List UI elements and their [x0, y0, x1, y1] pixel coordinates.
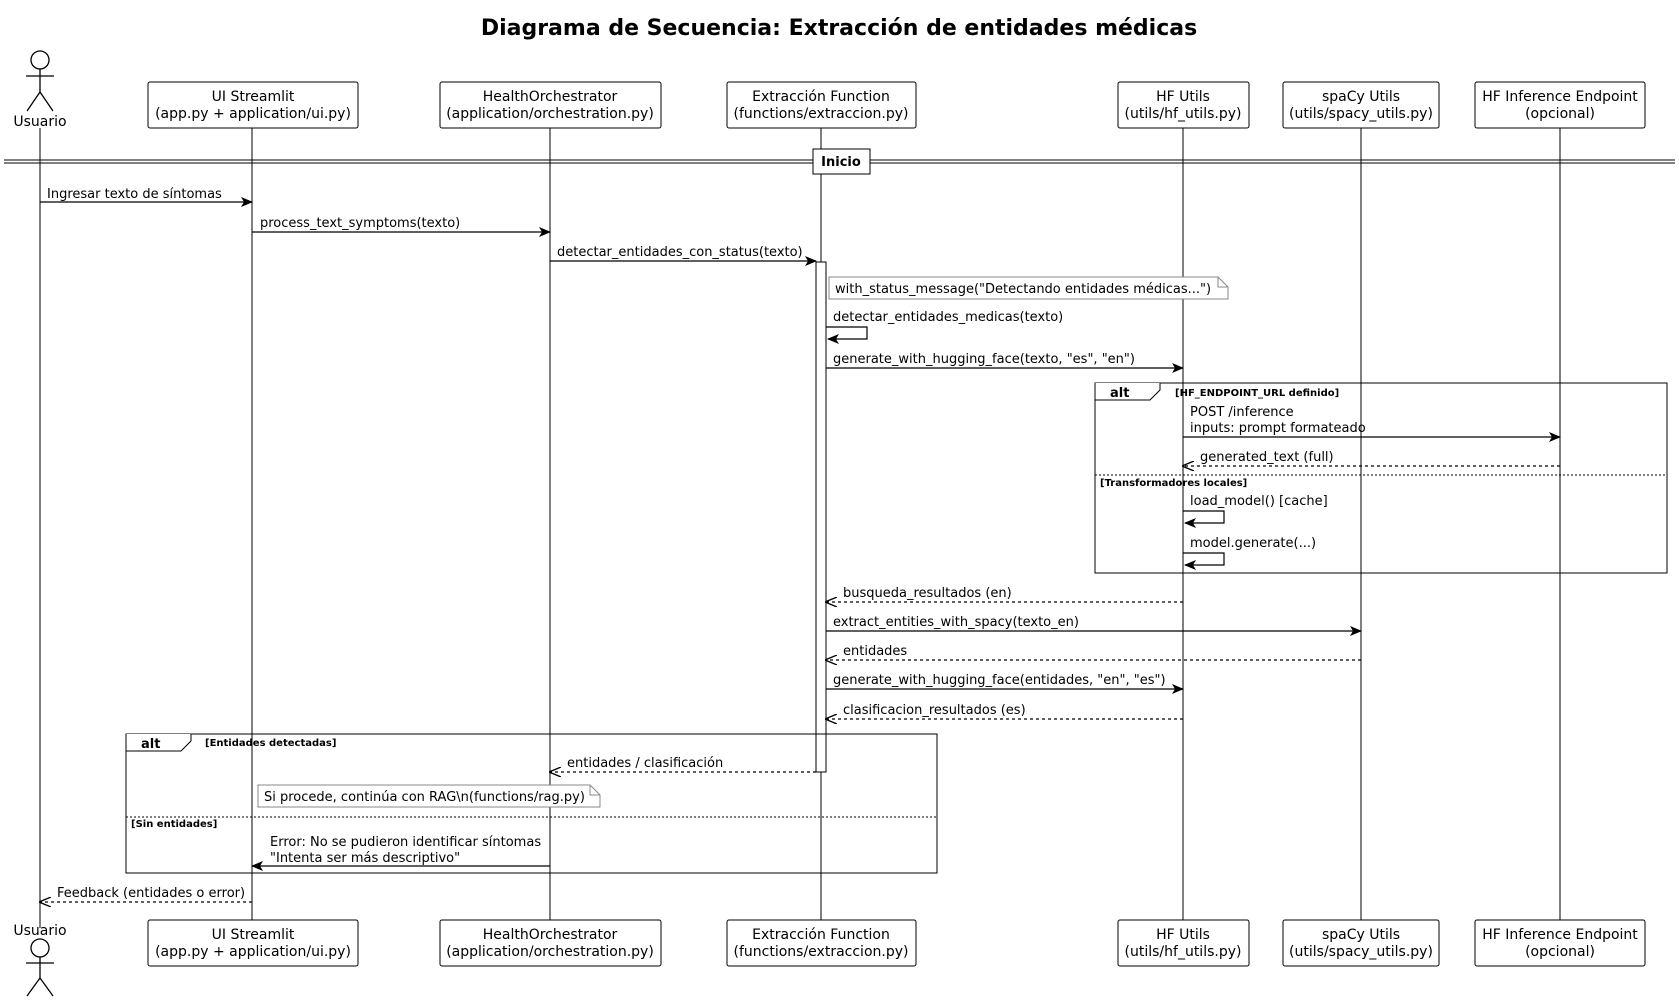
participant-ext-bottom: Extracción Function (functions/extraccio…: [726, 919, 917, 967]
participant-name: UI Streamlit: [212, 927, 295, 943]
actor-usuario-top: [26, 50, 54, 112]
participant-name: Extracción Function: [752, 927, 890, 943]
participant-path: (utils/spacy_utils.py): [1289, 106, 1433, 122]
participant-path: (application/orchestration.py): [446, 944, 654, 960]
message-label: generate_with_hugging_face(entidades, "e…: [833, 673, 1166, 688]
alt-guard-sin-entidades: [Sin entidades]: [131, 819, 217, 830]
message-label: Feedback (entidades o error): [57, 886, 245, 901]
participant-path: (application/orchestration.py): [446, 106, 654, 122]
note-status-message: with_status_message("Detectando entidade…: [828, 276, 1229, 300]
actor-icon: [30, 50, 50, 70]
message-label: inputs: prompt formateado: [1190, 421, 1366, 436]
divider-inicio: Inicio: [4, 148, 1675, 175]
message-label: entidades: [843, 644, 907, 659]
participant-hf-top: HF Utils (utils/hf_utils.py): [1117, 81, 1250, 129]
messages: Ingresar texto de síntomas process_text_…: [40, 187, 1561, 902]
alt-guard-hf-endpoint: [HF_ENDPOINT_URL definido]: [1175, 388, 1339, 399]
participant-name: spaCy Utils: [1322, 89, 1400, 105]
actor-label-bottom: Usuario: [13, 923, 66, 939]
participant-hf-bottom: HF Utils (utils/hf_utils.py): [1117, 919, 1250, 967]
message-arrow: [1183, 510, 1225, 528]
message-label: generate_with_hugging_face(texto, "es", …: [833, 352, 1135, 367]
message-label: detectar_entidades_con_status(texto): [557, 245, 803, 260]
participant-name: HF Utils: [1156, 927, 1210, 943]
message-arrow: [1183, 552, 1225, 570]
participant-path: (utils/hf_utils.py): [1125, 944, 1242, 960]
message-label: clasificacion_resultados (es): [843, 703, 1026, 718]
message-label: model.generate(...): [1190, 536, 1316, 551]
participant-name: Extracción Function: [752, 89, 890, 105]
participant-path: (app.py + application/ui.py): [155, 944, 351, 960]
note-rag: Si procede, continúa con RAG\n(functions…: [257, 784, 601, 808]
participant-name: UI Streamlit: [212, 89, 295, 105]
alt-guard-entidades-detectadas: [Entidades detectadas]: [205, 738, 336, 749]
participant-name: HealthOrchestrator: [483, 927, 618, 943]
message-label: entidades / clasificación: [567, 756, 723, 771]
participant-path: (utils/hf_utils.py): [1125, 106, 1242, 122]
participant-spacy-bottom: spaCy Utils (utils/spacy_utils.py): [1282, 919, 1440, 967]
alt-guard-transformers: [Transformadores locales]: [1100, 478, 1247, 489]
actor-usuario-bottom: [26, 938, 54, 997]
message-arrow: [826, 326, 868, 344]
divider-label: Inicio: [821, 155, 861, 170]
participant-ep-top: HF Inference Endpoint (opcional): [1474, 81, 1646, 129]
participants-bottom: Usuario UI Streamlit (app.py + applicati…: [13, 919, 1646, 997]
participant-name: HF Inference Endpoint: [1482, 89, 1638, 105]
note-text: Si procede, continúa con RAG\n(functions…: [264, 790, 585, 805]
message-label: load_model() [cache]: [1190, 494, 1328, 509]
participant-orch-top: HealthOrchestrator (application/orchestr…: [439, 81, 662, 129]
message-label: process_text_symptoms(texto): [260, 216, 460, 231]
message-label: Ingresar texto de síntomas: [47, 187, 222, 202]
message-label: detectar_entidades_medicas(texto): [833, 310, 1063, 325]
alt-fragment-hf-endpoint: alt [HF_ENDPOINT_URL definido] [Transfor…: [1094, 382, 1668, 574]
message-label: Error: No se pudieron identificar síntom…: [270, 835, 541, 850]
participant-name: HealthOrchestrator: [483, 89, 618, 105]
participant-path: (opcional): [1525, 944, 1595, 960]
message-label: POST /inference: [1190, 405, 1294, 420]
actor-icon: [30, 938, 50, 958]
alt-keyword-entidades: alt: [141, 737, 160, 752]
activation-bar: [815, 261, 827, 773]
message-label: generated_text (full): [1200, 450, 1334, 465]
participant-ep-bottom: HF Inference Endpoint (opcional): [1474, 919, 1646, 967]
lifelines: [39, 128, 1561, 928]
note-text: with_status_message("Detectando entidade…: [835, 282, 1211, 297]
actor-label-top: Usuario: [13, 114, 66, 130]
participant-ui-bottom: UI Streamlit (app.py + application/ui.py…: [147, 919, 359, 967]
alt-keyword-hf: alt: [1110, 386, 1129, 401]
diagram-title: Diagrama de Secuencia: Extracción de ent…: [481, 16, 1197, 41]
participants-top: Usuario UI Streamlit (app.py + applicati…: [13, 50, 1646, 130]
participant-name: HF Inference Endpoint: [1482, 927, 1638, 943]
participant-name: HF Utils: [1156, 89, 1210, 105]
message-label: extract_entities_with_spacy(texto_en): [833, 615, 1079, 630]
message-label: "Intenta ser más descriptivo": [270, 851, 460, 866]
participant-path: (functions/extraccion.py): [734, 944, 909, 960]
participant-spacy-top: spaCy Utils (utils/spacy_utils.py): [1282, 81, 1440, 129]
participant-ui-top: UI Streamlit (app.py + application/ui.py…: [147, 81, 359, 129]
participant-ext-top: Extracción Function (functions/extraccio…: [726, 81, 917, 129]
participant-name: spaCy Utils: [1322, 927, 1400, 943]
participant-path: (app.py + application/ui.py): [155, 106, 351, 122]
participant-path: (opcional): [1525, 106, 1595, 122]
participant-path: (utils/spacy_utils.py): [1289, 944, 1433, 960]
participant-orch-bottom: HealthOrchestrator (application/orchestr…: [439, 919, 662, 967]
participant-path: (functions/extraccion.py): [734, 106, 909, 122]
alt-fragment-entidades: alt [Entidades detectadas] [Sin entidade…: [125, 733, 938, 874]
message-label: busqueda_resultados (en): [843, 586, 1012, 601]
